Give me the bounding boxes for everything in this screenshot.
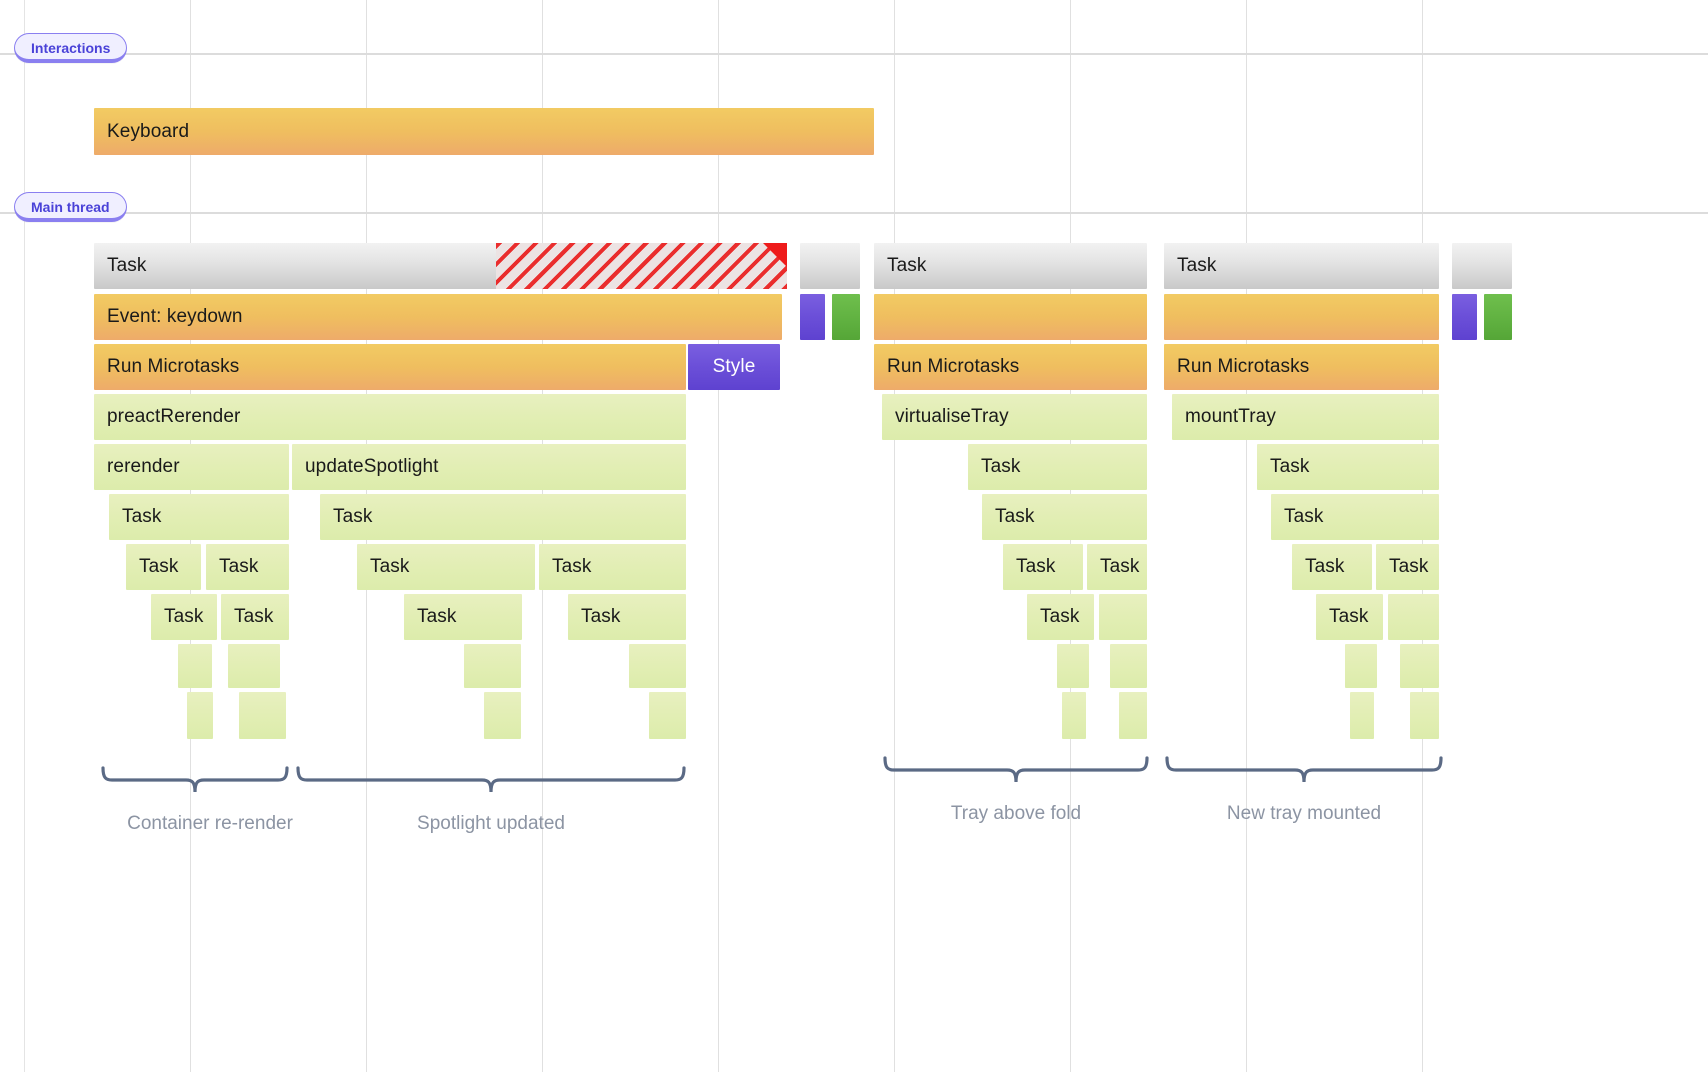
track-divider-main-thread	[0, 212, 1708, 214]
g1-event-keydown[interactable]: Event: keydown	[94, 294, 782, 340]
g3-side-style-block[interactable]	[1452, 294, 1477, 340]
track-divider-interactions	[0, 53, 1708, 55]
long-task-warning-hatch[interactable]	[496, 243, 787, 289]
g1-task-l1b[interactable]: Task	[320, 494, 686, 540]
long-task-triangle-icon	[763, 243, 787, 267]
g1-task-l3c[interactable]: Task	[404, 594, 522, 640]
g3-task-l4b[interactable]	[1388, 594, 1439, 640]
g1-update-spotlight[interactable]: updateSpotlight	[292, 444, 686, 490]
g2-event-keydown[interactable]	[874, 294, 1147, 340]
g2-task-l6a[interactable]	[1062, 692, 1086, 739]
g1-task-l3d[interactable]: Task	[568, 594, 686, 640]
g1-task-l2a[interactable]: Task	[126, 544, 201, 590]
g3-task-l5a[interactable]	[1345, 644, 1377, 688]
interaction-keyboard[interactable]: Keyboard	[94, 108, 874, 155]
brace-spotlight-updated	[295, 764, 687, 796]
g1-preact-rerender[interactable]: preactRerender	[94, 394, 686, 440]
g1-task-l5c[interactable]	[484, 692, 521, 739]
brace-container-rerender	[100, 764, 290, 796]
gridline	[24, 0, 25, 1072]
g1-task-l4d[interactable]	[629, 644, 686, 688]
brace-new-tray-mounted	[1164, 754, 1444, 786]
gridline	[894, 0, 895, 1072]
g2-task-l4a[interactable]: Task	[1027, 594, 1094, 640]
g2-virtualise-tray[interactable]: virtualiseTray	[882, 394, 1147, 440]
g2-task-l5b[interactable]	[1110, 644, 1147, 688]
g3-task-root[interactable]: Task	[1164, 243, 1439, 289]
g3-mount-tray[interactable]: mountTray	[1172, 394, 1439, 440]
brace-tray-above-fold	[882, 754, 1150, 786]
g2-task-l1[interactable]: Task	[968, 444, 1147, 490]
g3-side-gray-block[interactable]	[1452, 243, 1512, 289]
g2-task-l3b[interactable]: Task	[1087, 544, 1147, 590]
g3-task-l2[interactable]: Task	[1271, 494, 1439, 540]
annotation-label-new-tray-mounted: New tray mounted	[1226, 803, 1382, 824]
g3-task-l4a[interactable]: Task	[1316, 594, 1383, 640]
g3-task-l1[interactable]: Task	[1257, 444, 1439, 490]
g2-task-l6b[interactable]	[1119, 692, 1147, 739]
g3-task-l3b[interactable]: Task	[1376, 544, 1439, 590]
g3-run-microtasks[interactable]: Run Microtasks	[1164, 344, 1439, 390]
gridline	[1246, 0, 1247, 1072]
g1-task-l4c[interactable]	[464, 644, 521, 688]
g1-task-l4a[interactable]	[178, 644, 212, 688]
g1-task-l1a[interactable]: Task	[109, 494, 289, 540]
g1-task-l2b[interactable]: Task	[206, 544, 289, 590]
g1-run-microtasks[interactable]: Run Microtasks	[94, 344, 686, 390]
g3-side-paint-block[interactable]	[1484, 294, 1512, 340]
g1-side-style-block[interactable]	[800, 294, 825, 340]
g1-task-l5b[interactable]	[239, 692, 286, 739]
annotation-label-tray-above-fold: Tray above fold	[950, 803, 1082, 824]
g2-task-l3a[interactable]: Task	[1003, 544, 1083, 590]
g1-side-gray-block[interactable]	[800, 243, 860, 289]
g1-rerender[interactable]: rerender	[94, 444, 289, 490]
g1-task-l3a[interactable]: Task	[151, 594, 217, 640]
gridline	[718, 0, 719, 1072]
g2-task-l4b[interactable]	[1099, 594, 1147, 640]
track-pill-interactions[interactable]: Interactions	[14, 33, 128, 63]
g2-task-l5a[interactable]	[1057, 644, 1089, 688]
annotation-label-spotlight-updated: Spotlight updated	[417, 813, 565, 834]
track-pill-main-thread[interactable]: Main thread	[14, 192, 127, 222]
g3-task-l6b[interactable]	[1410, 692, 1439, 739]
g1-task-l5d[interactable]	[649, 692, 686, 739]
g2-task-l2[interactable]: Task	[982, 494, 1147, 540]
g3-event-keydown[interactable]	[1164, 294, 1439, 340]
g1-style-block[interactable]: Style	[688, 344, 780, 390]
g1-task-l2c[interactable]: Task	[357, 544, 535, 590]
g3-task-l3a[interactable]: Task	[1292, 544, 1372, 590]
g1-task-l5a[interactable]	[187, 692, 213, 739]
g2-task-root[interactable]: Task	[874, 243, 1147, 289]
g1-task-l4b[interactable]	[228, 644, 280, 688]
g3-task-l6a[interactable]	[1350, 692, 1374, 739]
g1-task-l2d[interactable]: Task	[539, 544, 686, 590]
g1-task-l3b[interactable]: Task	[221, 594, 289, 640]
g2-run-microtasks[interactable]: Run Microtasks	[874, 344, 1147, 390]
g3-task-l5b[interactable]	[1400, 644, 1439, 688]
annotation-label-container-rerender: Container re-render	[127, 813, 293, 834]
g1-side-paint-block[interactable]	[832, 294, 860, 340]
